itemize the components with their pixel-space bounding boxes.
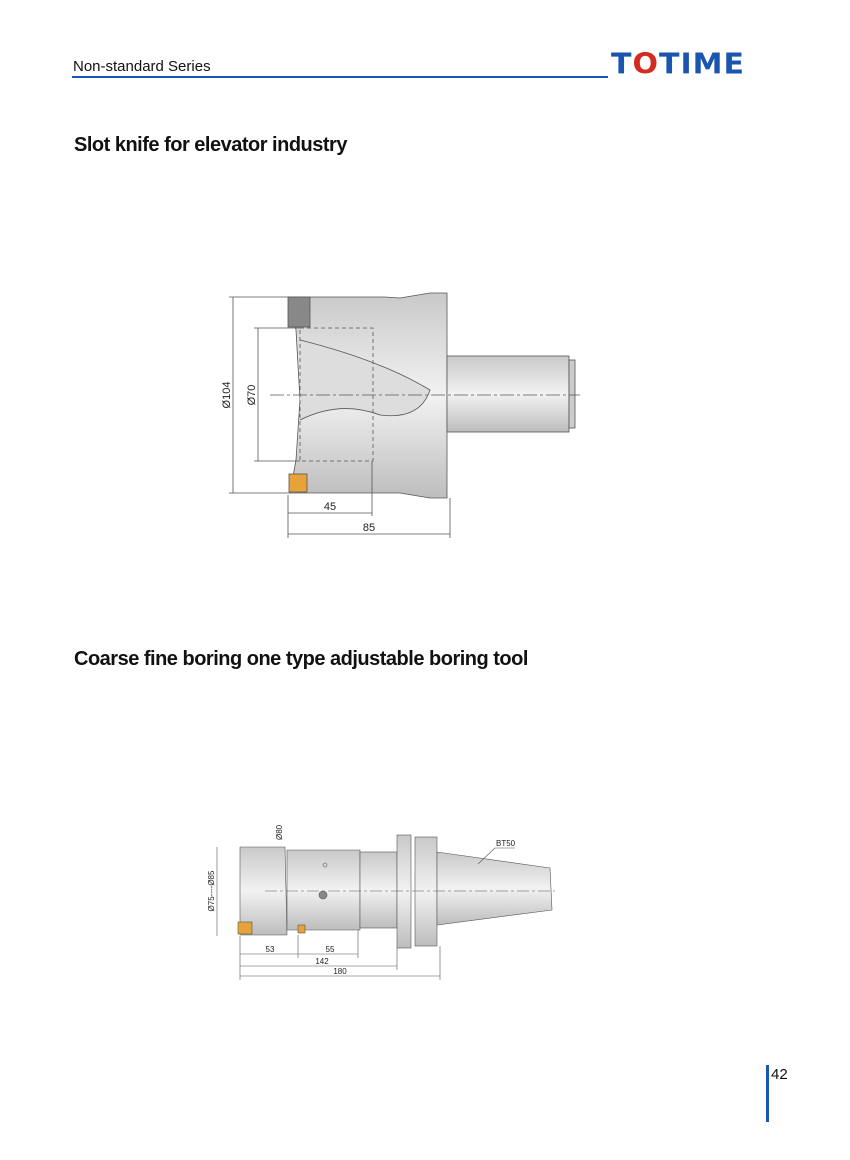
dim-d104: Ø104	[221, 382, 233, 409]
totime-logo: TOTIME	[611, 47, 745, 82]
dim-d80: Ø80	[275, 824, 284, 840]
section-title-boring-tool: Coarse fine boring one type adjustable b…	[74, 648, 528, 670]
label-bt50: BT50	[496, 839, 516, 848]
dim-d70: Ø70	[246, 385, 258, 406]
page-number: 42	[771, 1066, 788, 1083]
dim-180: 180	[333, 967, 347, 976]
boring-tool-drawing	[216, 834, 555, 980]
dim-45: 45	[324, 501, 336, 513]
section-title-slot-knife: Slot knife for elevator industry	[74, 134, 347, 156]
series-label: Non-standard Series	[73, 58, 211, 75]
page-number-bar	[766, 1065, 769, 1122]
dim-85: 85	[363, 522, 375, 534]
dim-53: 53	[266, 945, 275, 954]
dim-142: 142	[315, 957, 329, 966]
header-rule	[72, 76, 608, 78]
dim-d75-85: Ø75----Ø85	[207, 870, 216, 911]
slot-knife-drawing	[229, 292, 580, 538]
dim-55: 55	[326, 945, 335, 954]
